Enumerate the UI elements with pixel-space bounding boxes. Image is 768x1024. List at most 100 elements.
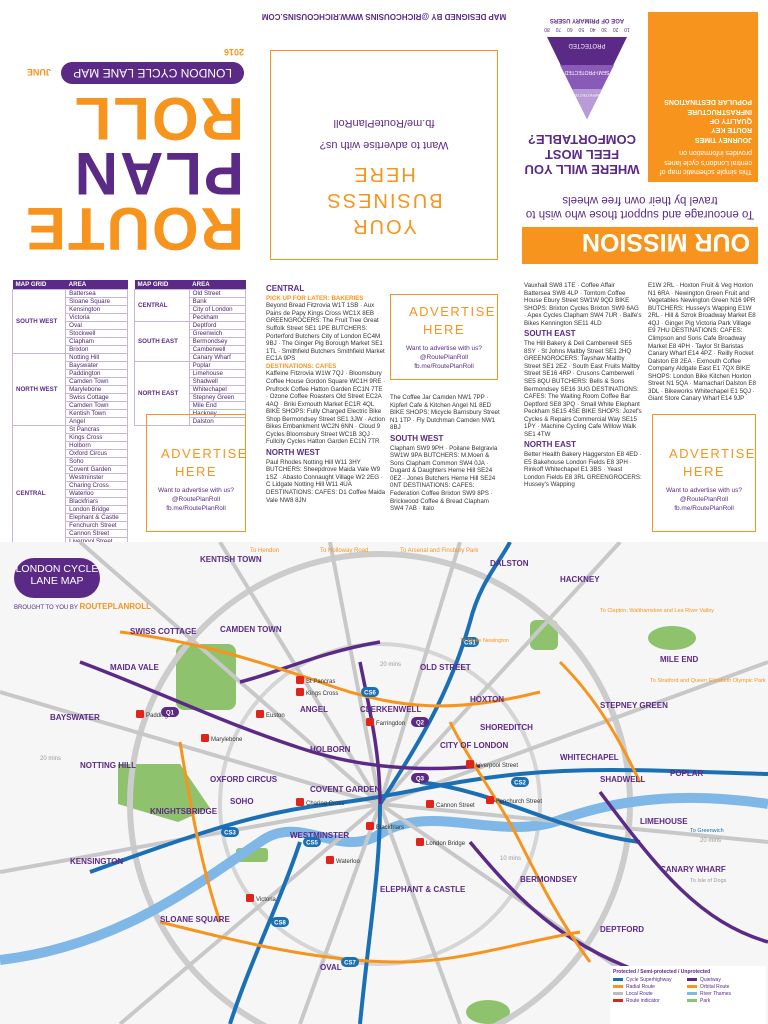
- route-badge-q3[interactable]: Q3: [411, 773, 429, 783]
- grid-area[interactable]: Shadwell: [188, 377, 247, 386]
- grid-area[interactable]: Oxford Circus: [65, 449, 128, 458]
- grid-area[interactable]: London Bridge: [65, 505, 128, 514]
- grid-area[interactable]: Peckham: [188, 313, 247, 322]
- route-badge-cs1[interactable]: CS1: [461, 637, 479, 647]
- grid-area[interactable]: Bayswater: [65, 361, 128, 370]
- grid-area[interactable]: Camden Town: [65, 401, 128, 410]
- grid-area[interactable]: Kentish Town: [65, 409, 128, 418]
- grid-area[interactable]: Notting Hill: [65, 353, 128, 362]
- legend-swatch: [613, 992, 623, 996]
- grid-area[interactable]: Soho: [65, 457, 128, 466]
- svg-text:CS5: CS5: [306, 841, 318, 847]
- advert-box-3[interactable]: ADVERTISE HERE Want to advertise with us…: [652, 414, 756, 532]
- advert-2-link[interactable]: fb.me/RoutePlanRoll: [414, 363, 474, 371]
- station-liverpool-street[interactable]: Liverpool Street: [466, 760, 518, 769]
- route-badge-q1[interactable]: Q1: [161, 707, 179, 717]
- station-charing-cross[interactable]: Charing Cross: [296, 798, 344, 807]
- dir-hendon: To Hendon: [250, 548, 279, 554]
- grid-area[interactable]: Elephant & Castle: [65, 513, 128, 522]
- grid-area[interactable]: Bermondsey: [188, 337, 247, 346]
- grid-region: SOUTH WEST: [11, 289, 67, 354]
- station-waterloo[interactable]: Waterloo: [326, 856, 360, 865]
- advert-3-handle[interactable]: @RoutePlanRoll: [679, 496, 729, 504]
- station-paddington[interactable]: Paddington: [136, 710, 176, 719]
- grid-area[interactable]: Blackfriars: [65, 497, 128, 506]
- grid-area[interactable]: Canary Wharf: [188, 353, 247, 362]
- grid-area[interactable]: Paddington: [65, 369, 128, 378]
- grid-area[interactable]: Oval: [65, 321, 128, 330]
- route-badge-cs8[interactable]: CS8: [271, 917, 289, 927]
- grid-area[interactable]: Greenwich: [188, 329, 247, 338]
- station-fenchurch-street[interactable]: Fenchurch Street: [486, 796, 542, 805]
- advert-box-1[interactable]: ADVERTISE HERE Want to advertise with us…: [146, 414, 246, 532]
- station-london-bridge[interactable]: London Bridge: [416, 838, 466, 847]
- grid-area[interactable]: Cannon Street: [65, 529, 128, 538]
- grid-area[interactable]: Old Street: [188, 289, 247, 298]
- grid-area[interactable]: Clapham: [65, 337, 128, 346]
- grid-area[interactable]: Stepney Green: [188, 393, 247, 402]
- grid-area[interactable]: Marylebone: [65, 385, 128, 394]
- route-badge-cs2[interactable]: CS2: [511, 777, 529, 787]
- top-advert-link[interactable]: fb.me/RoutePlanRoll: [333, 117, 435, 129]
- grid-area[interactable]: Limehouse: [188, 369, 247, 378]
- grid-area[interactable]: Deptford: [188, 321, 247, 330]
- advert-3-link[interactable]: fb.me/RoutePlanRoll: [674, 505, 734, 513]
- grid-area[interactable]: Dalston: [188, 417, 247, 426]
- station-blackfriars[interactable]: Blackfriars: [366, 822, 404, 831]
- route-badge-cs3[interactable]: CS3: [221, 827, 239, 837]
- grid-area[interactable]: Stockwell: [65, 329, 128, 338]
- grid-area[interactable]: Mile End: [188, 401, 247, 410]
- station-marylebone[interactable]: Marylebone: [201, 734, 243, 743]
- key-label-3: QUALITY OF INFRASTRUCTURE: [687, 107, 752, 125]
- station-farringdon[interactable]: Farringdon: [366, 718, 405, 727]
- station-st-pancras[interactable]: St Pancras: [296, 676, 335, 685]
- grid-area[interactable]: Kensington: [65, 305, 128, 314]
- route-badge-q2[interactable]: Q2: [411, 717, 429, 727]
- area-label: NOTTING HILL: [80, 761, 136, 770]
- grid-area[interactable]: Swiss Cottage: [65, 393, 128, 402]
- key-note: This simple schematic map of central Lon…: [659, 149, 752, 176]
- advert-2-handle[interactable]: @RoutePlanRoll: [419, 354, 469, 362]
- grid-area[interactable]: Westminster: [65, 473, 128, 482]
- area-label: BAYSWATER: [50, 713, 100, 722]
- grid-region: NORTH EAST: [134, 361, 190, 426]
- advert-1-handle[interactable]: @RoutePlanRoll: [171, 496, 221, 504]
- grid-area[interactable]: Brixton: [65, 345, 128, 354]
- grid-area[interactable]: Victoria: [65, 313, 128, 322]
- advert-box-2[interactable]: ADVERTISE HERE Want to advertise with us…: [390, 294, 498, 380]
- advert-1-link[interactable]: fb.me/RoutePlanRoll: [166, 505, 226, 513]
- time-mark-10: 10 mins: [500, 856, 521, 862]
- top-advert-box[interactable]: YOUR BUSINESS HERE Want to advertise wit…: [270, 50, 498, 260]
- grid-area[interactable]: Waterloo: [65, 489, 128, 498]
- cycle-superhighways: [89, 541, 768, 1024]
- route-badge-cs5[interactable]: CS5: [303, 837, 321, 847]
- grid-area[interactable]: Fenchurch Street: [65, 521, 128, 530]
- grid-area[interactable]: City of London: [188, 305, 247, 314]
- grid-area[interactable]: Covent Garden: [65, 465, 128, 474]
- grid-area[interactable]: Holborn: [65, 441, 128, 450]
- station-cannon-street[interactable]: Cannon Street: [426, 800, 475, 809]
- station-kings-cross[interactable]: Kings Cross: [296, 688, 338, 697]
- grid-area[interactable]: Poplar: [188, 361, 247, 370]
- station-victoria[interactable]: Victoria: [246, 894, 277, 903]
- grid-area[interactable]: Sloane Square: [65, 297, 128, 306]
- station-euston[interactable]: Euston: [256, 710, 285, 719]
- col3-listings: The Coffee Jar Camden NW1 7PP · Kipferl …: [390, 394, 502, 513]
- grid-area[interactable]: Whitechapel: [188, 385, 247, 394]
- grid-area[interactable]: St Pancras: [65, 425, 128, 434]
- grid-area[interactable]: Battersea: [65, 289, 128, 298]
- grid-area[interactable]: Angel: [65, 417, 128, 426]
- legend-label: Orbital Route: [700, 984, 730, 990]
- grid-area[interactable]: Kings Cross: [65, 433, 128, 442]
- grid-area[interactable]: Charing Cross: [65, 481, 128, 490]
- grid-area[interactable]: Camberwell: [188, 345, 247, 354]
- grid-area[interactable]: Camden Town: [65, 377, 128, 386]
- grid-area[interactable]: Bank: [188, 297, 247, 306]
- route-badge-cs7[interactable]: CS7: [341, 957, 359, 967]
- route-badge-cs6[interactable]: CS6: [361, 687, 379, 697]
- central-text: Beyond Bread Fitzrovia W1T 1SB · Aux Pai…: [266, 302, 385, 363]
